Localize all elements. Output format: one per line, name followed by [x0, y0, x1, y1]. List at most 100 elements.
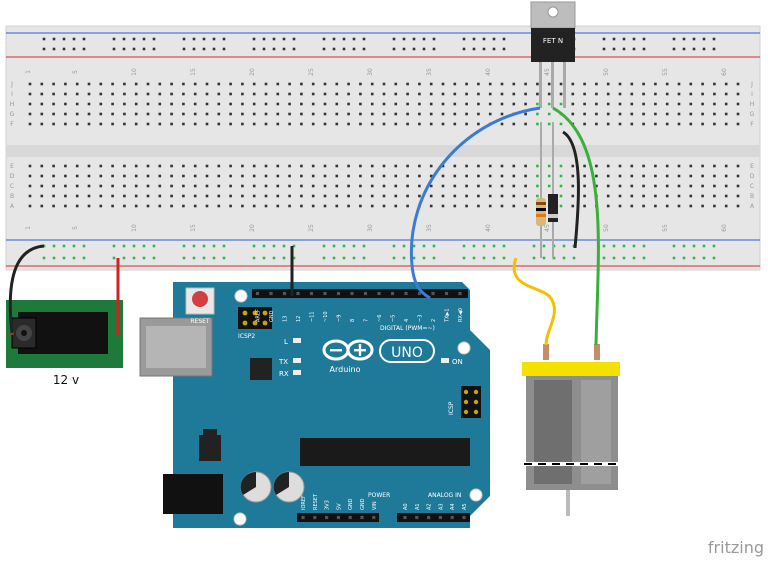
- breadboard-hole: [488, 194, 492, 198]
- breadboard-hole: [123, 112, 126, 116]
- breadboard-hole: [359, 102, 362, 106]
- rail-hole: [622, 256, 626, 260]
- breadboard-hole: [724, 204, 728, 208]
- breadboard-hole: [288, 92, 291, 96]
- breadboard-hole: [347, 204, 350, 208]
- breadboard-hole: [630, 122, 634, 126]
- rail-hole: [222, 244, 226, 248]
- breadboard-hole: [701, 102, 704, 106]
- breadboard-hole: [595, 112, 598, 116]
- breadboard-hole: [713, 82, 716, 86]
- column-number: 40: [485, 224, 492, 232]
- rail-hole: [52, 256, 56, 260]
- rail-hole: [182, 37, 186, 41]
- breadboard-hole: [288, 112, 291, 116]
- rail-hole: [212, 37, 216, 41]
- breadboard-hole: [547, 92, 551, 96]
- breadboard-hole: [241, 194, 244, 198]
- pin-label: ~3: [418, 315, 424, 322]
- rail-hole: [222, 37, 226, 41]
- breadboard-hole: [146, 204, 150, 208]
- rail-hole: [112, 256, 116, 260]
- breadboard-hole: [276, 174, 280, 178]
- breadboard-hole: [241, 92, 244, 96]
- breadboard-hole: [736, 184, 740, 188]
- rail-hole: [272, 256, 276, 260]
- breadboard-hole: [583, 194, 586, 198]
- breadboard-hole: [559, 92, 563, 96]
- rail-hole: [622, 244, 626, 248]
- rail-hole: [362, 47, 366, 51]
- breadboard-hole: [64, 122, 67, 126]
- breadboard-hole: [677, 204, 681, 208]
- breadboard-hole: [665, 122, 669, 126]
- breadboard-hole: [736, 194, 740, 198]
- column-number: 35: [426, 68, 433, 76]
- rail-hole: [322, 37, 326, 41]
- breadboard-hole: [170, 112, 173, 116]
- breadboard-hole: [524, 174, 527, 178]
- rail-hole: [532, 244, 536, 248]
- breadboard-hole: [677, 112, 681, 116]
- breadboard-hole: [52, 82, 55, 86]
- header-pin: [431, 291, 435, 296]
- breadboard-hole: [642, 204, 645, 208]
- rail-hole: [632, 244, 636, 248]
- pin-label: 2: [431, 319, 437, 322]
- header-pin: [309, 291, 314, 296]
- header-pin: [458, 291, 462, 296]
- rail-hole: [112, 244, 116, 248]
- breadboard-hole: [536, 92, 539, 96]
- breadboard-hole: [64, 82, 67, 86]
- breadboard-hole: [477, 194, 480, 198]
- breadboard-hole: [264, 204, 268, 208]
- digital-header: [252, 289, 468, 298]
- breadboard-hole: [111, 164, 114, 168]
- breadboard-hole: [158, 82, 162, 86]
- breadboard-hole: [300, 194, 303, 198]
- rail-hole: [472, 256, 476, 260]
- breadboard-hole: [689, 184, 693, 188]
- breadboard-hole: [488, 164, 492, 168]
- breadboard-hole: [193, 102, 197, 106]
- pin-label: GND: [348, 498, 354, 510]
- rail-hole: [392, 244, 396, 248]
- breadboard-hole: [217, 102, 221, 106]
- breadboard-hole: [99, 82, 103, 86]
- breadboard-hole: [477, 122, 480, 126]
- breadboard-hole: [736, 102, 740, 106]
- breadboard-hole: [264, 164, 268, 168]
- breadboard-hole: [252, 184, 256, 188]
- breadboard-hole: [193, 112, 197, 116]
- breadboard-hole: [75, 122, 79, 126]
- rail-hole: [402, 37, 406, 41]
- breadboard-hole: [359, 92, 362, 96]
- breadboard-hole: [134, 174, 138, 178]
- pin-label: RESET: [313, 493, 319, 510]
- icsp-header: [461, 386, 481, 418]
- breadboard-hole: [736, 174, 740, 178]
- breadboard-hole: [347, 82, 350, 86]
- breadboard-hole: [429, 102, 433, 106]
- breadboard-hole: [87, 194, 91, 198]
- breadboard-hole: [571, 164, 575, 168]
- rail-hole: [542, 244, 546, 248]
- breadboard-hole: [182, 82, 185, 86]
- breadboard-hole: [64, 92, 67, 96]
- breadboard-hole: [300, 102, 303, 106]
- breadboard-hole: [359, 204, 362, 208]
- breadboard-hole: [111, 184, 114, 188]
- breadboard-hole: [335, 92, 339, 96]
- rail-hole: [562, 244, 566, 248]
- breadboard-hole: [701, 184, 704, 188]
- rail-hole: [142, 37, 146, 41]
- breadboard-hole: [465, 204, 468, 208]
- breadboard-hole: [99, 112, 103, 116]
- breadboard-hole: [252, 204, 256, 208]
- breadboard-hole: [713, 194, 716, 198]
- rail-hole: [262, 37, 266, 41]
- breadboard-hole: [75, 204, 79, 208]
- rail-hole: [642, 37, 646, 41]
- breadboard-hole: [264, 112, 268, 116]
- breadboard-hole: [276, 164, 280, 168]
